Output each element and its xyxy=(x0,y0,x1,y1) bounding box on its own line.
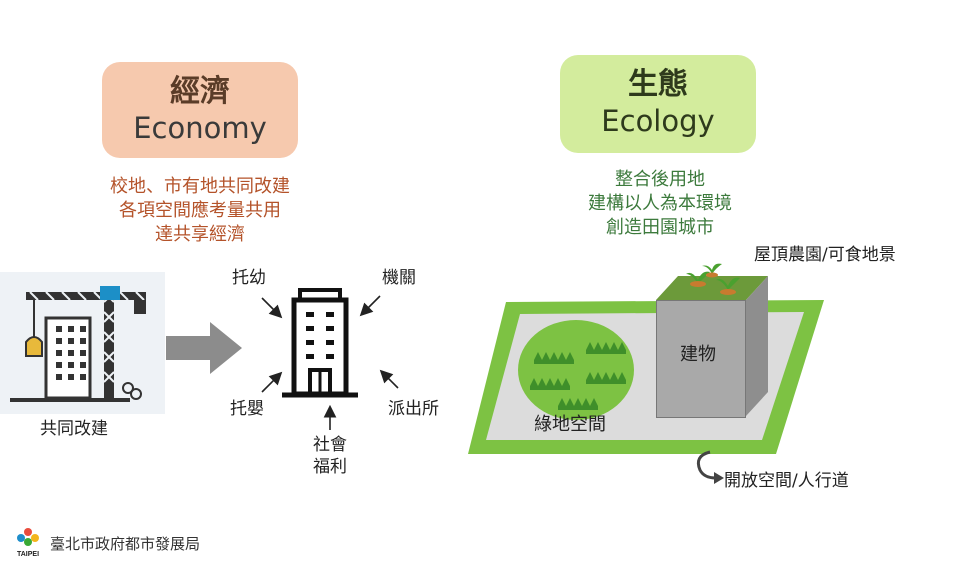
curved-arrow-icon xyxy=(696,450,724,484)
facility-label-top-right: 機關 xyxy=(382,268,416,288)
ecology-title-en: Ecology xyxy=(601,104,715,138)
facility-label-bottom-line2: 福利 xyxy=(313,457,347,477)
economy-desc-line: 達共享經濟 xyxy=(155,224,245,245)
ecology-description: 整合後用地 建構以人為本環境 創造田園城市 xyxy=(540,168,780,240)
taipei-logo-text: TAIPEI xyxy=(17,551,39,558)
ecology-site-diagram xyxy=(468,263,824,454)
economy-title-zh: 經濟 xyxy=(170,74,230,109)
crane-construction-icon xyxy=(0,272,165,414)
building-label: 建物 xyxy=(680,344,716,365)
ecology-desc-line: 建構以人為本環境 xyxy=(588,193,732,214)
facility-label-top-left: 托幼 xyxy=(232,268,266,288)
ecology-title-zh: 生態 xyxy=(628,67,688,102)
facility-label-bottom-line1: 社會 xyxy=(313,435,347,455)
ecology-desc-line: 創造田園城市 xyxy=(606,217,714,238)
office-building-icon xyxy=(282,288,358,398)
roof-garden xyxy=(656,276,768,300)
joint-rebuild-label: 共同改建 xyxy=(40,419,108,439)
taipei-logo-icon: TAIPEI xyxy=(17,528,39,558)
economy-title-en: Economy xyxy=(133,111,267,145)
organization-name: 臺北市政府都市發展局 xyxy=(50,535,201,553)
economy-desc-line: 各項空間應考量共用 xyxy=(119,200,281,221)
facility-label-bottom-right: 派出所 xyxy=(388,399,439,419)
building-front xyxy=(656,300,746,418)
facility-label-bottom: 社會 福利 xyxy=(312,434,348,478)
ecology-desc-line: 整合後用地 xyxy=(615,169,705,190)
ecology-title-box: 生態 Ecology xyxy=(560,55,756,153)
economy-title-box: 經濟 Economy xyxy=(102,62,298,158)
open-space-label: 開放空間/人行道 xyxy=(724,471,849,491)
economy-description: 校地、市有地共同改建 各項空間應考量共用 達共享經濟 xyxy=(80,175,320,247)
economy-desc-line: 校地、市有地共同改建 xyxy=(110,176,290,197)
green-space-label: 綠地空間 xyxy=(534,414,606,435)
facility-label-bottom-left: 托嬰 xyxy=(230,399,264,419)
building-side xyxy=(746,276,768,416)
arrow-right-icon xyxy=(166,322,242,374)
roof-garden-label: 屋頂農園/可食地景 xyxy=(754,245,896,265)
